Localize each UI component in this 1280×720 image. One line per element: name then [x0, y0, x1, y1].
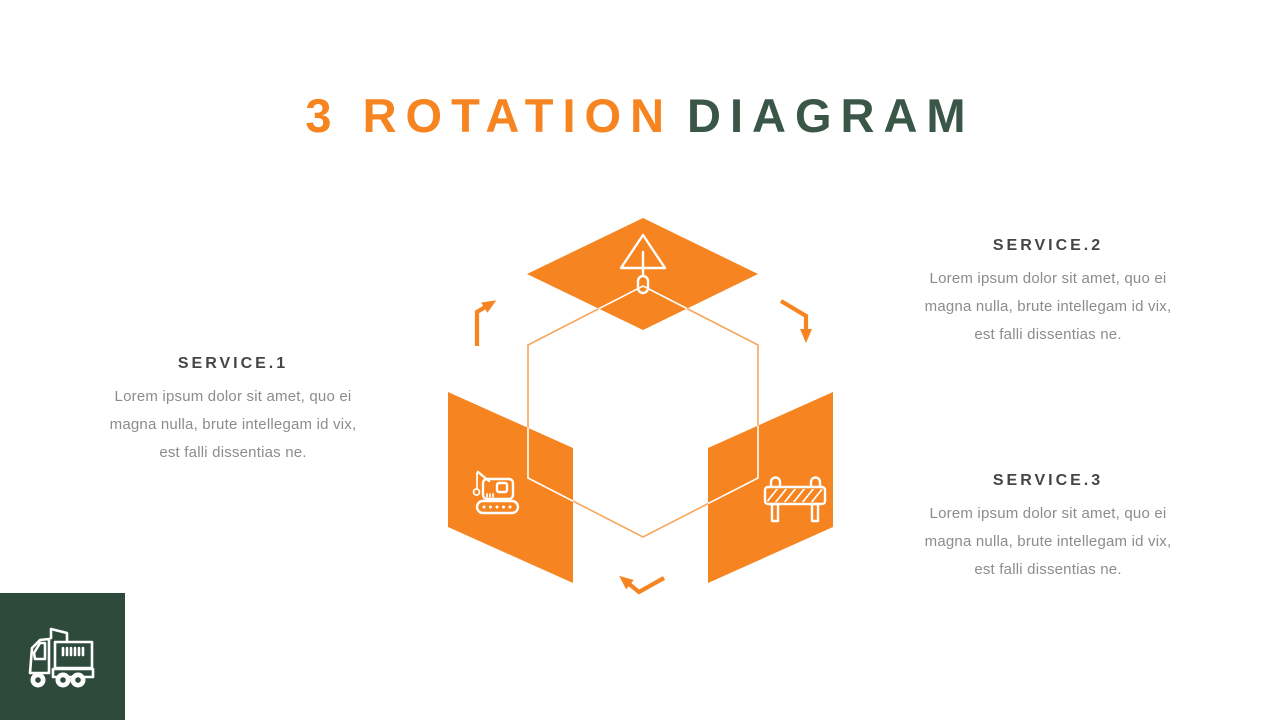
rotation-face-left: [448, 392, 573, 583]
logo-badge: [0, 593, 125, 720]
rotation-arrow-top-left: [474, 300, 497, 346]
title-part-green: DIAGRAM: [687, 89, 975, 142]
service-2-block: SERVICE.2 Lorem ipsum dolor sit amet, qu…: [917, 237, 1179, 349]
service-3-text-line: magna nulla, brute intellegam id vix,: [924, 533, 1172, 550]
service-3-text-line: est falli dissentias ne.: [974, 561, 1122, 578]
barrier-icon: [763, 476, 827, 523]
service-2-heading: SERVICE.2: [992, 237, 1104, 254]
service-1-heading: SERVICE.1: [177, 355, 289, 372]
service-2-text-line: magna nulla, brute intellegam id vix,: [924, 298, 1172, 315]
rotation-arrow-bottom: [619, 575, 666, 595]
trowel-icon: [619, 233, 667, 295]
service-1-text-line: magna nulla, brute intellegam id vix,: [109, 416, 357, 433]
title-part-orange: 3 ROTATION: [305, 89, 674, 142]
dump-truck-icon: [28, 627, 95, 688]
service-3-block: SERVICE.3 Lorem ipsum dolor sit amet, qu…: [917, 472, 1179, 584]
service-1-block: SERVICE.1 Lorem ipsum dolor sit amet, qu…: [102, 355, 364, 467]
hexagon-outline: [527, 285, 759, 538]
service-2-text-line: est falli dissentias ne.: [974, 326, 1122, 343]
excavator-icon: [472, 470, 520, 515]
service-1-text-line: Lorem ipsum dolor sit amet, quo ei: [114, 388, 352, 405]
service-2-text-line: Lorem ipsum dolor sit amet, quo ei: [929, 270, 1167, 287]
service-3-text-line: Lorem ipsum dolor sit amet, quo ei: [929, 505, 1167, 522]
service-1-text-line: est falli dissentias ne.: [159, 444, 307, 461]
rotation-arrow-top-right: [779, 299, 812, 343]
service-3-heading: SERVICE.3: [992, 472, 1104, 489]
